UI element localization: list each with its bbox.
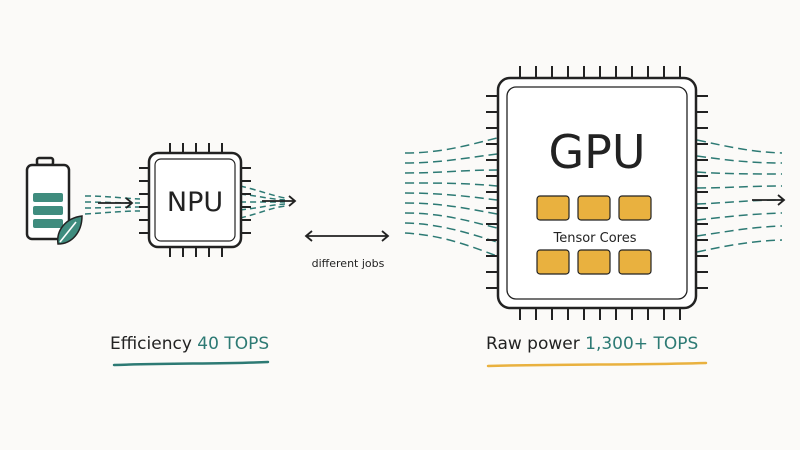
gpu-caption-prefix: Raw power — [486, 334, 580, 354]
npu-chip-label: NPU — [167, 187, 223, 218]
gpu-input-flow — [404, 137, 498, 257]
tensor-cores-top-row — [536, 195, 652, 221]
npu-output-arrow — [262, 195, 297, 207]
gpu-caption-underline — [486, 361, 708, 368]
gpu-chip: GPU Tensor Cores — [486, 66, 708, 320]
gpu-caption-value: 1,300+ TOPS — [585, 334, 699, 354]
npu-caption-prefix: Efficiency — [110, 334, 192, 354]
gpu-output-flow — [696, 139, 783, 253]
npu-input-flow — [84, 195, 141, 215]
gpu-chip-label: GPU — [548, 125, 645, 179]
different-jobs-label: different jobs — [311, 257, 385, 270]
npu-caption: Efficiency 40 TOPS — [110, 334, 269, 354]
gpu-output-arrow — [752, 194, 786, 206]
npu-chip: NPU — [139, 143, 251, 257]
battery-leaf-icon — [25, 156, 83, 245]
double-arrow-icon — [304, 230, 390, 242]
tensor-cores-label: Tensor Cores — [552, 231, 636, 246]
npu-caption-underline — [112, 360, 270, 367]
npu-input-arrow — [98, 197, 134, 209]
npu-output-flow — [239, 185, 286, 219]
tensor-cores-bottom-row — [536, 249, 652, 275]
gpu-caption: Raw power 1,300+ TOPS — [486, 334, 698, 354]
npu-caption-value: 40 TOPS — [197, 334, 270, 354]
